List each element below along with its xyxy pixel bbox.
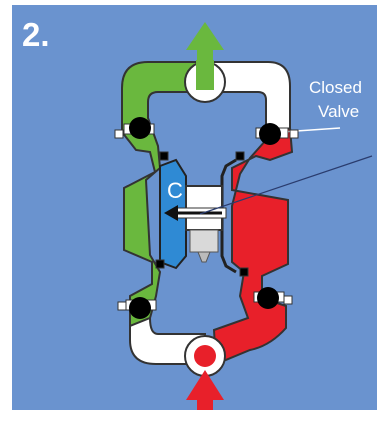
- right-red-chamber: [212, 126, 294, 366]
- outlet-arrow: [186, 22, 224, 82]
- chamber-letter: C: [167, 178, 183, 203]
- top-left-valve: [123, 117, 155, 139]
- callout-pointer: [199, 155, 373, 215]
- center-block-lower: [189, 229, 219, 253]
- shaft-arrow-head: [164, 205, 178, 221]
- inlet-port-core: [194, 345, 216, 367]
- step-number: 2.: [22, 16, 50, 53]
- callout-label-line1: Closed: [309, 78, 362, 97]
- chamber-bolts: [114, 129, 299, 311]
- center-block-foot: [197, 251, 211, 263]
- inlet-arrow: [186, 370, 224, 410]
- top-right-valve-closed: [255, 123, 289, 145]
- callout-label-line2: Valve: [318, 102, 360, 121]
